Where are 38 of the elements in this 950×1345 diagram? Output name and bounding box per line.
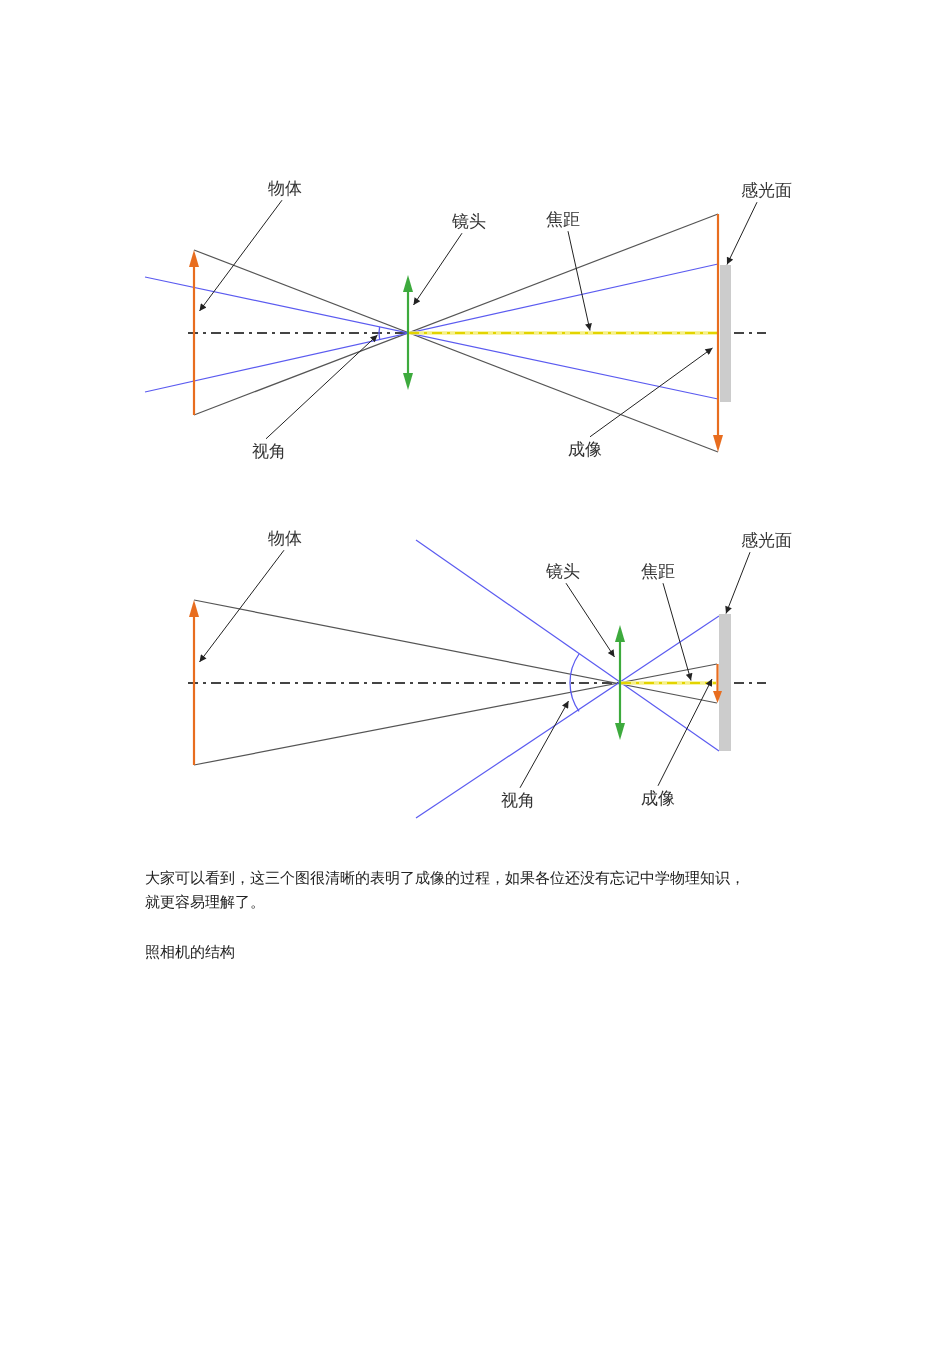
- angle-arc: [569, 653, 581, 713]
- angle-arc: [378, 325, 381, 340]
- image-symbol: [713, 214, 723, 452]
- part-label: 镜头: [546, 560, 580, 582]
- sensor-bar: [720, 265, 731, 402]
- part-label: 成像: [641, 787, 675, 809]
- focal-line: [409, 331, 718, 335]
- part-label: 视角: [501, 789, 535, 811]
- part-label: 感光面: [740, 179, 792, 201]
- body-text: 照相机的结构: [145, 942, 235, 962]
- leader-arrow: [725, 551, 751, 614]
- part-label: 视角: [252, 440, 286, 462]
- part-label: 焦距: [641, 560, 675, 582]
- leader-arrow: [567, 230, 592, 331]
- leader-arrow: [726, 201, 758, 265]
- focal-line: [621, 681, 716, 685]
- leader-arrow: [199, 199, 283, 312]
- body-text: 大家可以看到，这三个图很清晰的表明了成像的过程，如果各位还没有忘记中学物理知识，就更容易理解了。: [145, 868, 746, 912]
- part-label: 镜头: [452, 210, 486, 232]
- leader-arrow: [413, 232, 463, 306]
- part-label: 物体: [268, 527, 302, 549]
- leader-arrow: [662, 582, 693, 681]
- leader-arrow: [199, 549, 285, 663]
- object-symbol: [189, 250, 199, 415]
- object-symbol: [189, 600, 199, 765]
- part-label: 成像: [568, 438, 602, 460]
- lens-symbol: [403, 275, 413, 390]
- leader-arrow: [589, 347, 713, 438]
- sensor-bar: [719, 614, 731, 751]
- part-label: 物体: [268, 177, 302, 199]
- leader-arrow: [265, 334, 378, 440]
- image-symbol: [712, 664, 722, 703]
- part-label: 焦距: [546, 208, 580, 230]
- leader-arrow: [519, 700, 569, 789]
- lens-symbol: [615, 625, 625, 740]
- leader-arrow: [565, 582, 615, 658]
- leader-arrow: [657, 678, 713, 787]
- part-label: 感光面: [740, 529, 792, 551]
